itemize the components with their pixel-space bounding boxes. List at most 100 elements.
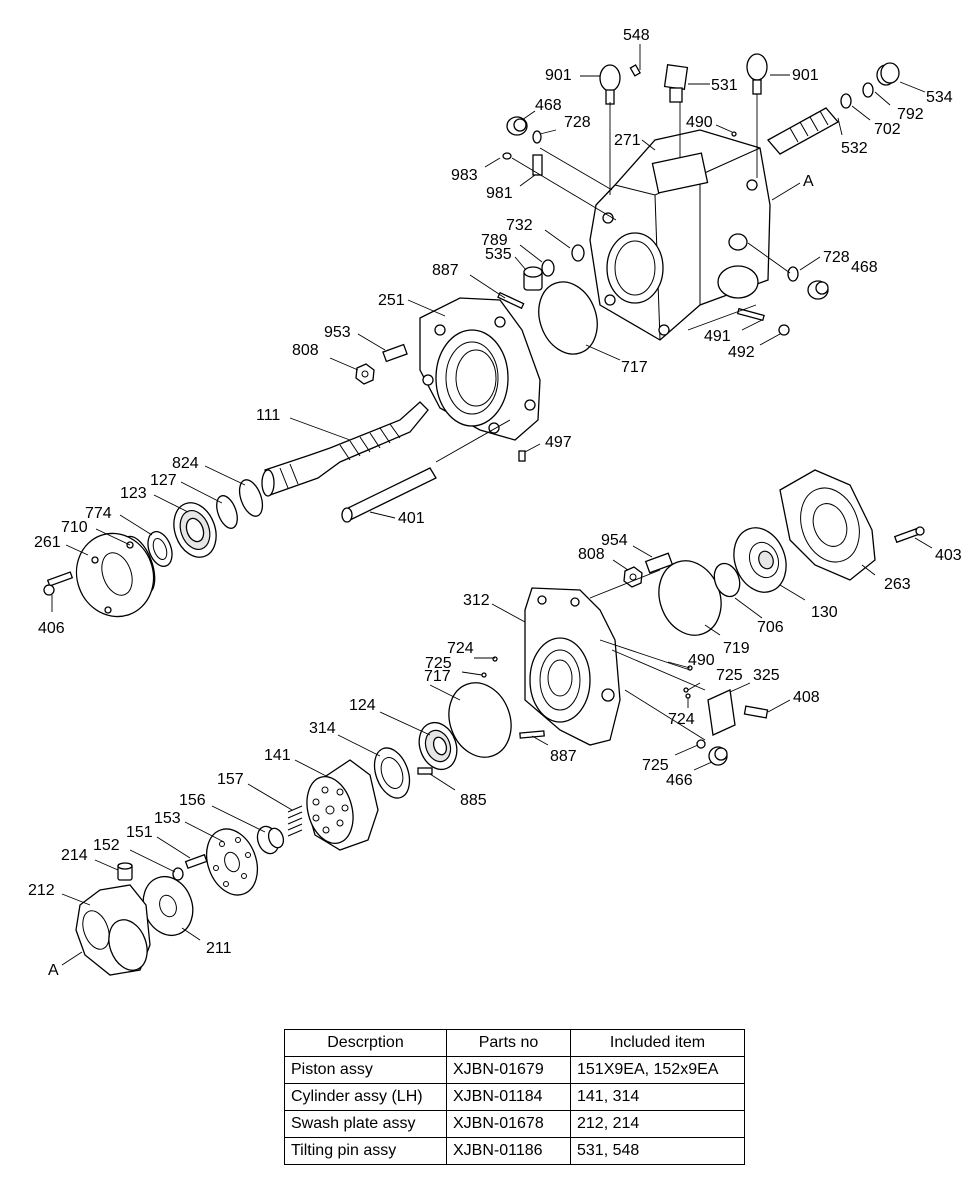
label-151: 151 [126, 824, 153, 841]
table-row: Swash plate assy XJBN-01678 212, 214 [284, 1110, 745, 1138]
pin-724-right [685, 693, 691, 699]
label-127: 127 [150, 472, 177, 489]
pin-548 [629, 64, 641, 77]
tilting-pin-531 [663, 63, 689, 103]
table-row: Tilting pin assy XJBN-01186 531, 548 [284, 1137, 745, 1165]
label-792: 792 [897, 106, 924, 123]
valve-plate-314 [373, 747, 411, 799]
cell-description: Piston assy [284, 1056, 447, 1084]
label-157: 157 [217, 771, 244, 788]
label-A-lower: A [48, 962, 59, 979]
seal-cover-261 [75, 532, 156, 618]
ring-127 [216, 495, 238, 529]
label-403: 403 [935, 547, 962, 564]
label-887-lower: 887 [550, 748, 577, 765]
label-983: 983 [451, 167, 478, 184]
bushing-156 [256, 825, 285, 855]
label-490-upper: 490 [686, 114, 713, 131]
header-description: Descrption [284, 1029, 447, 1057]
eye-bolt-901-right [746, 53, 768, 95]
label-497: 497 [545, 434, 572, 451]
exploded-parts-diagram: 548 901 531 901 534 468 728 490 792 702 … [28, 27, 962, 979]
table-row: Piston assy XJBN-01679 151X9EA, 152x9EA [284, 1056, 745, 1084]
label-706: 706 [757, 619, 784, 636]
pin-725-right [683, 687, 689, 693]
bearing-123 [173, 502, 217, 558]
pin-214 [117, 862, 133, 881]
adjust-screw-532 [766, 107, 840, 155]
cylinder-block-141 [306, 759, 379, 851]
label-468-upper: 468 [535, 97, 562, 114]
label-725-left: 725 [425, 655, 452, 672]
eye-bolt-901-left [599, 64, 621, 106]
cell-description: Tilting pin assy [284, 1137, 447, 1165]
label-774: 774 [85, 505, 112, 522]
label-535: 535 [485, 246, 512, 263]
label-111: 111 [256, 407, 280, 424]
pin-887-lower [519, 730, 545, 739]
gasket-717-lower [448, 682, 512, 758]
label-490-lower: 490 [688, 652, 715, 669]
label-885: 885 [460, 792, 487, 809]
label-312: 312 [463, 592, 490, 609]
cell-included-item: 212, 214 [570, 1110, 745, 1138]
piston-151 [184, 853, 208, 870]
cell-description: Cylinder assy (LH) [284, 1083, 447, 1111]
label-325: 325 [753, 667, 780, 684]
plug-468-upper [506, 116, 528, 136]
label-728-right: 728 [823, 249, 850, 266]
label-548: 548 [623, 27, 650, 44]
pump-casing-271 [589, 129, 771, 341]
pin-497 [518, 450, 526, 462]
leader-lines [51, 44, 933, 966]
shaft-111 [261, 401, 429, 497]
label-728-upper: 728 [564, 114, 591, 131]
label-724-right: 724 [668, 711, 695, 728]
screw-983 [502, 152, 512, 160]
label-954: 954 [601, 532, 628, 549]
label-808-upper: 808 [292, 342, 319, 359]
label-717-upper: 717 [621, 359, 648, 376]
label-824: 824 [172, 455, 199, 472]
swash-plate-212 [75, 884, 151, 976]
nut-808-upper [355, 363, 375, 385]
label-808-lower: 808 [578, 546, 605, 563]
cap-534 [876, 62, 900, 86]
label-491: 491 [704, 328, 731, 345]
label-212: 212 [28, 882, 55, 899]
label-981: 981 [486, 185, 513, 202]
table-header-row: Descrption Parts no Included item [284, 1029, 745, 1057]
plug-466 [708, 746, 728, 766]
label-725-right: 725 [716, 667, 743, 684]
label-401: 401 [398, 510, 425, 527]
label-123: 123 [120, 485, 147, 502]
bolt-403 [893, 526, 925, 544]
label-261: 261 [34, 534, 61, 551]
label-468-right: 468 [851, 259, 878, 276]
label-211: 211 [206, 940, 232, 957]
label-130: 130 [811, 604, 838, 621]
o-ring-792 [862, 82, 874, 98]
assembly-parts-table: Descrption Parts no Included item Piston… [284, 1029, 745, 1165]
label-953: 953 [324, 324, 351, 341]
label-492: 492 [728, 344, 755, 361]
cell-included-item: 151X9EA, 152x9EA [570, 1056, 745, 1084]
gear-pump-130 [733, 527, 787, 593]
label-406: 406 [38, 620, 65, 637]
plug-492 [778, 324, 790, 336]
cell-parts-no: XJBN-01679 [446, 1056, 571, 1084]
pin-725-lower [696, 739, 706, 749]
label-124: 124 [349, 697, 376, 714]
label-717-lower: 717 [424, 668, 451, 685]
label-251: 251 [378, 292, 405, 309]
cell-parts-no: XJBN-01184 [446, 1083, 571, 1111]
label-531: 531 [711, 77, 738, 94]
header-included-item: Included item [570, 1029, 745, 1057]
cell-parts-no: XJBN-01678 [446, 1110, 571, 1138]
pin-490-upper [731, 131, 737, 137]
header-parts-no: Parts no [446, 1029, 571, 1057]
plug-468-right [807, 280, 829, 300]
label-314: 314 [309, 720, 336, 737]
o-ring-702 [840, 93, 852, 109]
label-725-lower: 725 [642, 757, 669, 774]
